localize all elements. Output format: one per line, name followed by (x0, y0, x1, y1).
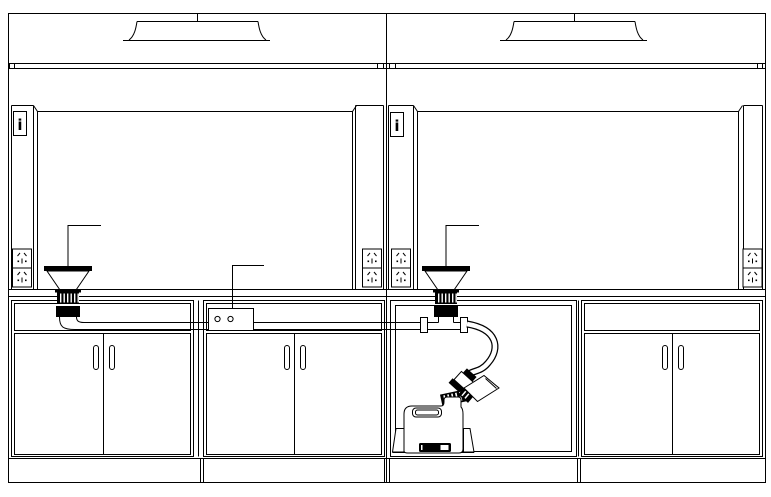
power-socket-icon (362, 267, 382, 288)
power-socket-icon (391, 248, 411, 269)
drain-elbow (76, 316, 85, 323)
soffit-tab (389, 63, 396, 69)
control-indicator (227, 315, 234, 323)
side-posts: i i (11, 105, 763, 289)
door-handle (678, 345, 684, 370)
canister-label (419, 443, 451, 452)
info-panel (13, 111, 27, 136)
exhaust-cowl-left (123, 13, 270, 41)
cup-fitting (458, 387, 474, 403)
info-panel (390, 112, 404, 137)
control-leader-line (232, 265, 264, 308)
pipe-flange (460, 317, 468, 333)
bench-top (8, 289, 766, 297)
faucet-line (445, 225, 479, 267)
post-left-outer: i (11, 105, 34, 289)
faucet-line (67, 225, 101, 267)
work-opening-left (33, 105, 357, 289)
control-indicator (214, 315, 221, 323)
cabinet-4 (581, 300, 763, 457)
soffit-band (8, 63, 766, 69)
cabinet-apron (584, 303, 760, 331)
post-right-inner: i (388, 105, 414, 289)
power-socket-icon (742, 248, 763, 269)
work-opening-right (413, 105, 743, 289)
power-socket-icon (12, 267, 32, 288)
spare-funnel-cup (458, 374, 500, 403)
cabinet-doors (14, 333, 191, 455)
waste-collection-assembly (391, 320, 500, 454)
drain-elbow (59, 316, 76, 330)
power-socket-icon (391, 267, 411, 288)
pipe-flange (420, 317, 428, 333)
base-kick-band (8, 458, 766, 483)
cabinet-2 (203, 300, 385, 457)
post-right-outer (742, 105, 763, 289)
waste-canister (403, 396, 464, 454)
power-socket-icon (742, 267, 763, 288)
door-handle (109, 345, 115, 370)
control-box (208, 265, 264, 331)
door-handle (662, 345, 668, 370)
power-socket-icon (12, 248, 32, 269)
soffit-tab (377, 63, 384, 69)
soffit-tab (9, 63, 15, 69)
canister-handle-recess (415, 409, 439, 416)
cabinet-1 (11, 300, 194, 457)
info-icon: i (394, 117, 399, 135)
soffit-tab (757, 63, 763, 69)
power-socket-icon (362, 248, 382, 269)
post-left-inner (355, 105, 384, 289)
info-icon: i (17, 116, 22, 134)
door-handle (93, 345, 99, 370)
door-handle (284, 345, 290, 370)
door-handle (300, 345, 306, 370)
cabinet-apron (14, 303, 191, 331)
exhaust-cowl-right (500, 13, 647, 41)
